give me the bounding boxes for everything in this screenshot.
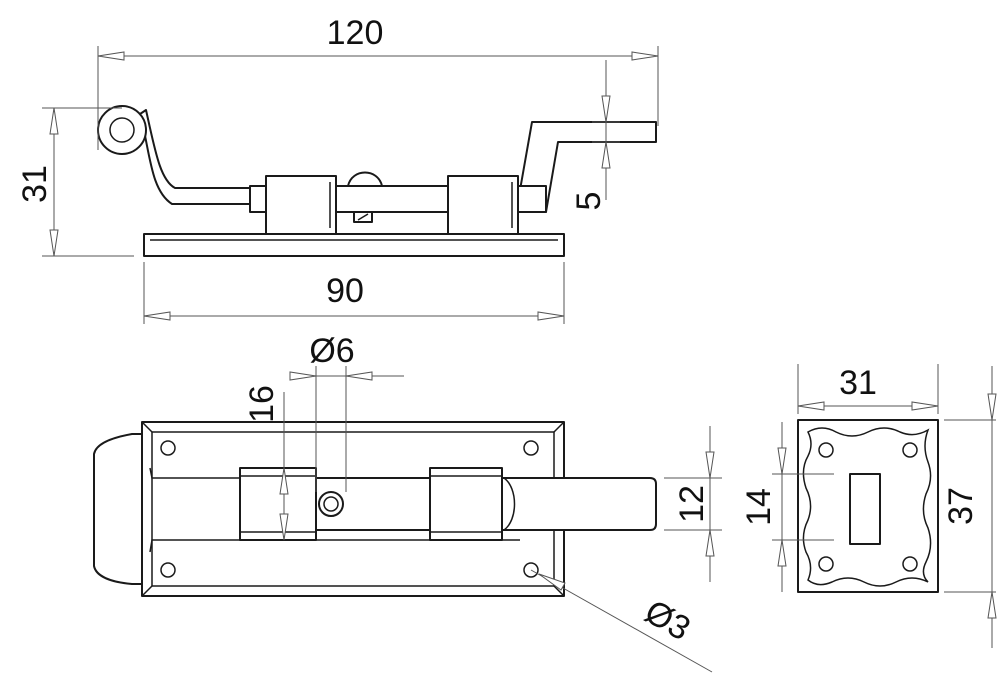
keeper-hammered-edge [802, 427, 932, 587]
dimension-bolt-diameter: Ø6 [289, 332, 404, 492]
knob-top [318, 491, 344, 517]
handle-ring [97, 105, 147, 155]
mount-hole-top-left [160, 440, 176, 456]
dimension-plate-length: 90 [143, 262, 565, 324]
keeper-right-top [429, 467, 503, 541]
dimension-keeper-height-total: 37 [942, 366, 997, 648]
overall-length-label: 120 [327, 14, 384, 52]
keeper-slot [849, 473, 881, 545]
base-plate-side [143, 233, 565, 257]
dimension-keeper-height: 16 [243, 385, 289, 541]
keeper-left-side [265, 175, 337, 235]
keeper-right-side [447, 175, 519, 235]
hole-diameter-label: Ø3 [638, 593, 696, 649]
bolt-diameter-label: Ø6 [309, 332, 354, 370]
overall-height-label: 31 [16, 165, 54, 203]
keeper-height-label: 16 [243, 385, 281, 423]
dimension-keeper-width: 31 [797, 364, 939, 414]
keeper-hole-bottom-left [818, 556, 834, 572]
end-cap-top [93, 433, 151, 585]
bolt-offset-label: 5 [570, 192, 608, 211]
dimension-hole-diameter: Ø3 [530, 569, 713, 673]
plate-groove-lower [149, 539, 520, 553]
keeper-left-top [239, 467, 317, 541]
dimension-overall-length: 120 [97, 14, 659, 150]
mount-hole-bottom-left [160, 562, 176, 578]
keeper-hole-bottom-right [902, 556, 918, 572]
side-view [97, 105, 657, 257]
mount-hole-bottom-right [523, 562, 539, 578]
plate-length-label: 90 [326, 272, 364, 310]
keeper-width-label: 31 [839, 364, 877, 402]
keeper-height-total-label: 37 [942, 487, 980, 525]
keeper-hole-top-left [818, 442, 834, 458]
bolt-width-label: 12 [673, 485, 711, 523]
knob-side [347, 171, 383, 187]
bolt-end-rounded [503, 477, 516, 531]
mount-hole-top-right [523, 440, 539, 456]
keeper-hole-top-right [902, 442, 918, 458]
top-view [93, 421, 657, 597]
keeper-view [797, 419, 939, 593]
dimension-overall-height: 31 [16, 107, 134, 257]
dimension-bolt-width: 12 [664, 426, 722, 582]
keeper-slot-label: 14 [740, 488, 778, 526]
dimension-keeper-slot: 14 [740, 422, 834, 592]
dimension-bolt-offset: 5 [570, 60, 620, 210]
